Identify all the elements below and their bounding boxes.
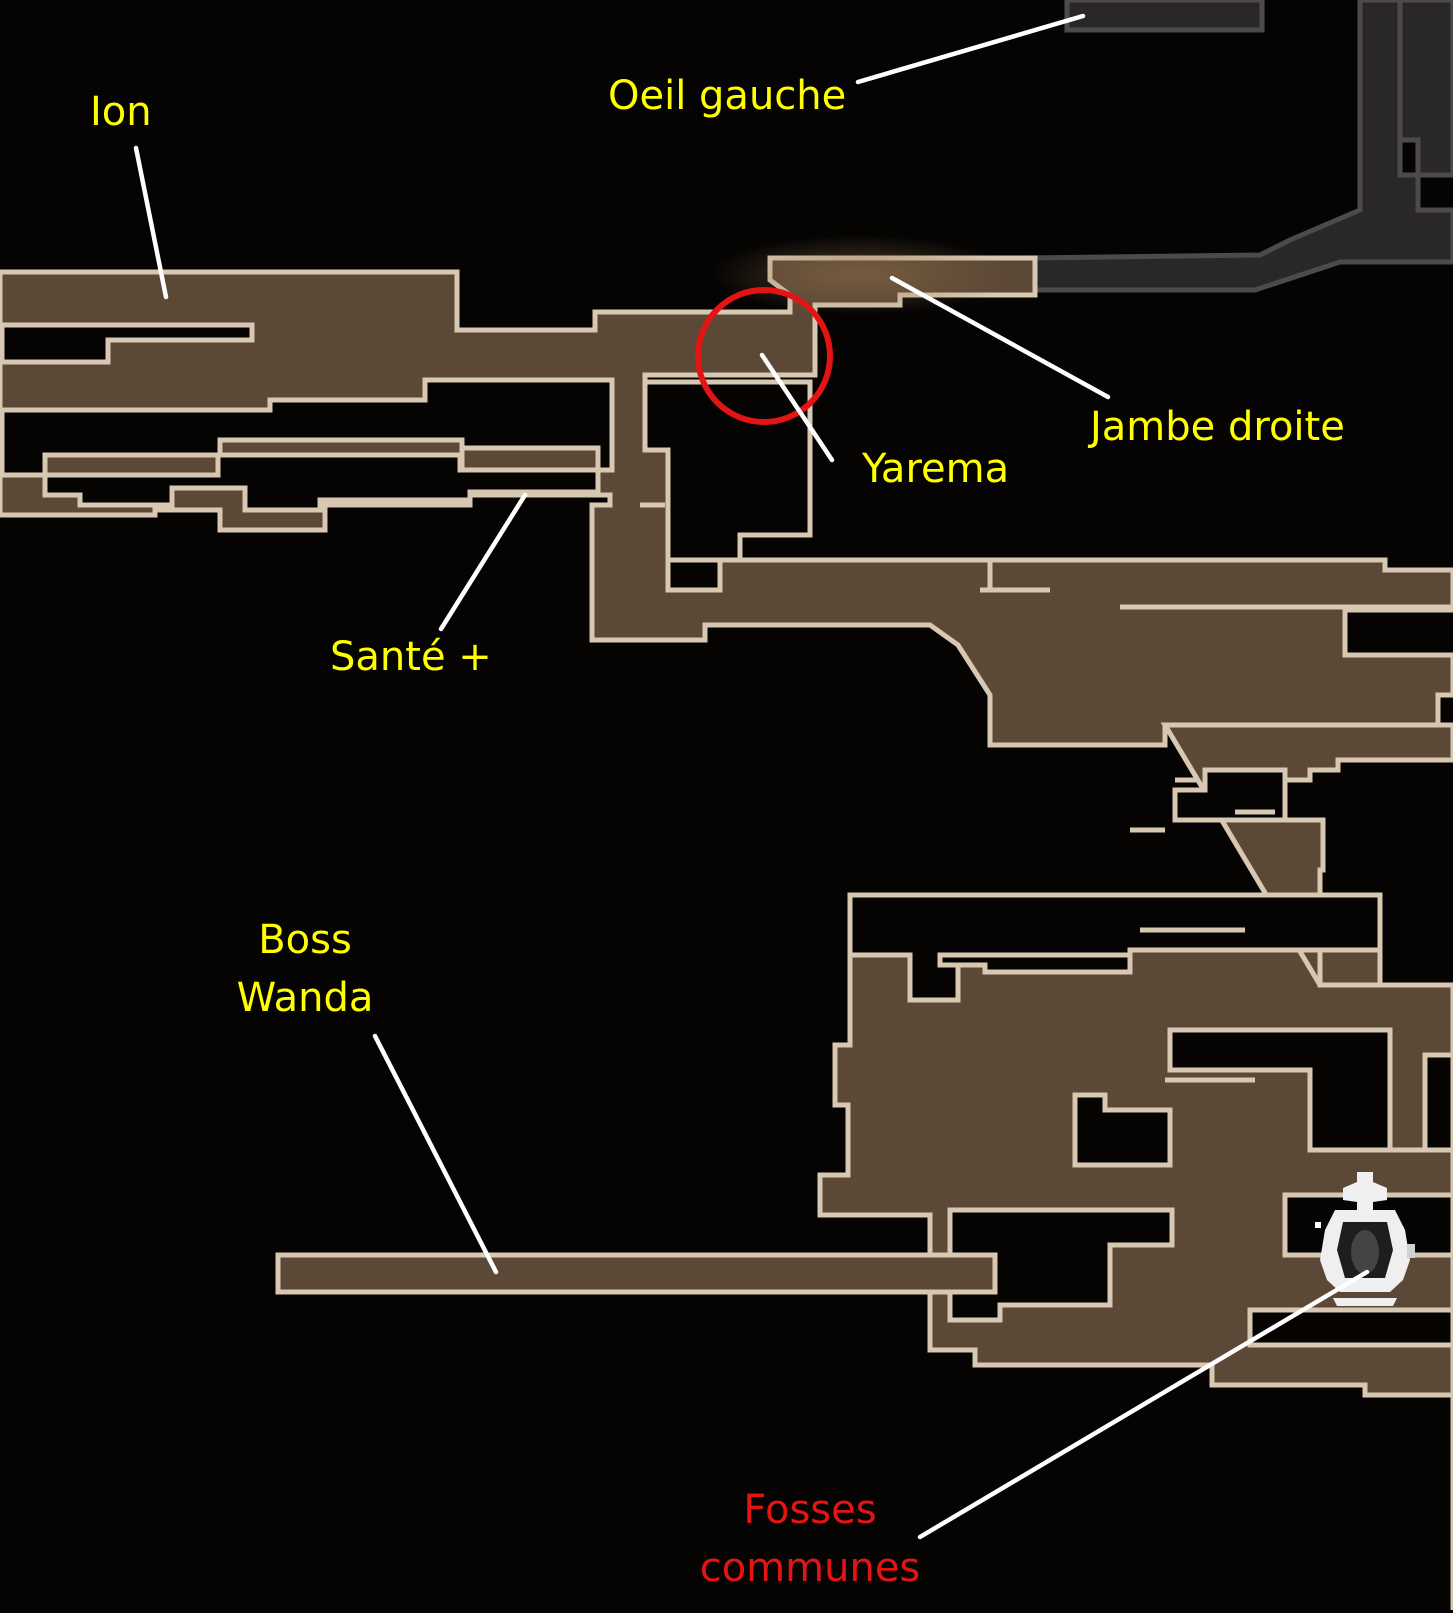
leader-lines <box>133 13 1370 1540</box>
map-pin-icon[interactable] <box>1315 1172 1415 1306</box>
label-boss-wanda: Boss Wanda <box>225 911 385 1027</box>
boss-corridor <box>275 1252 998 1295</box>
label-fosses-communes-line2: communes <box>699 1545 921 1591</box>
label-yarema: Yarema <box>862 446 1010 492</box>
label-fosses-communes: Fosses communes <box>690 1481 930 1597</box>
label-boss-wanda-line2: Wanda <box>236 975 374 1021</box>
label-boss-wanda-line1: Boss <box>258 917 352 963</box>
label-oeil-gauche: Oeil gauche <box>608 73 847 119</box>
right-middle-rooms <box>817 722 1453 1610</box>
label-jambe-droite: Jambe droite <box>1090 404 1345 450</box>
label-ion: Ion <box>90 89 152 135</box>
label-fosses-communes-line1: Fosses <box>743 1487 877 1533</box>
label-sante-plus: Santé + <box>330 634 492 680</box>
yarema-marker-circle <box>695 287 833 425</box>
upper-left-rooms <box>0 255 1453 748</box>
upper-right-corridor <box>1027 0 1453 293</box>
